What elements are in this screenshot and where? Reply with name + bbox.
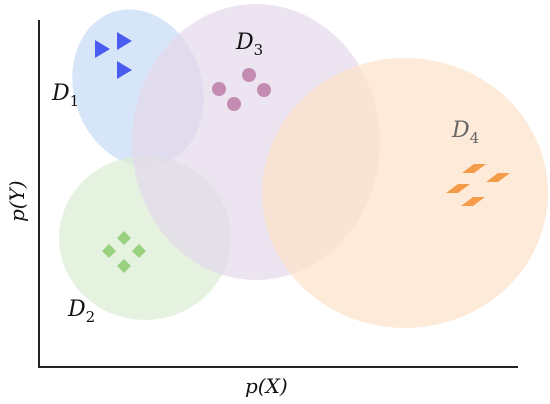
circle-marker [242,68,256,82]
domain-4-label: D4 [451,118,479,147]
domain-2-label: D2 [67,297,95,326]
circle-marker [227,97,241,111]
triangle-marker [117,61,132,79]
diamond-marker [102,244,116,258]
slash-marker [461,197,485,206]
diamond-marker [117,259,131,273]
domain-2-markers [102,231,146,273]
domain-1-label: D1 [51,81,79,110]
x-axis-label: p(X) [245,374,288,398]
triangle-marker [95,40,110,58]
diamond-marker [132,244,146,258]
slash-marker [446,184,470,193]
slash-marker [486,173,510,182]
triangle-marker [117,32,132,50]
circle-marker [257,83,271,97]
diamond-marker [117,231,131,245]
circle-marker [212,82,226,96]
domain-1-markers [95,32,132,79]
domain-3-markers [212,68,271,111]
y-axis-label: p(Y) [5,180,29,222]
domain-4-markers [446,164,510,206]
domain-3-label: D3 [235,30,263,59]
slash-marker [462,164,486,173]
domain-4-region [262,58,548,328]
